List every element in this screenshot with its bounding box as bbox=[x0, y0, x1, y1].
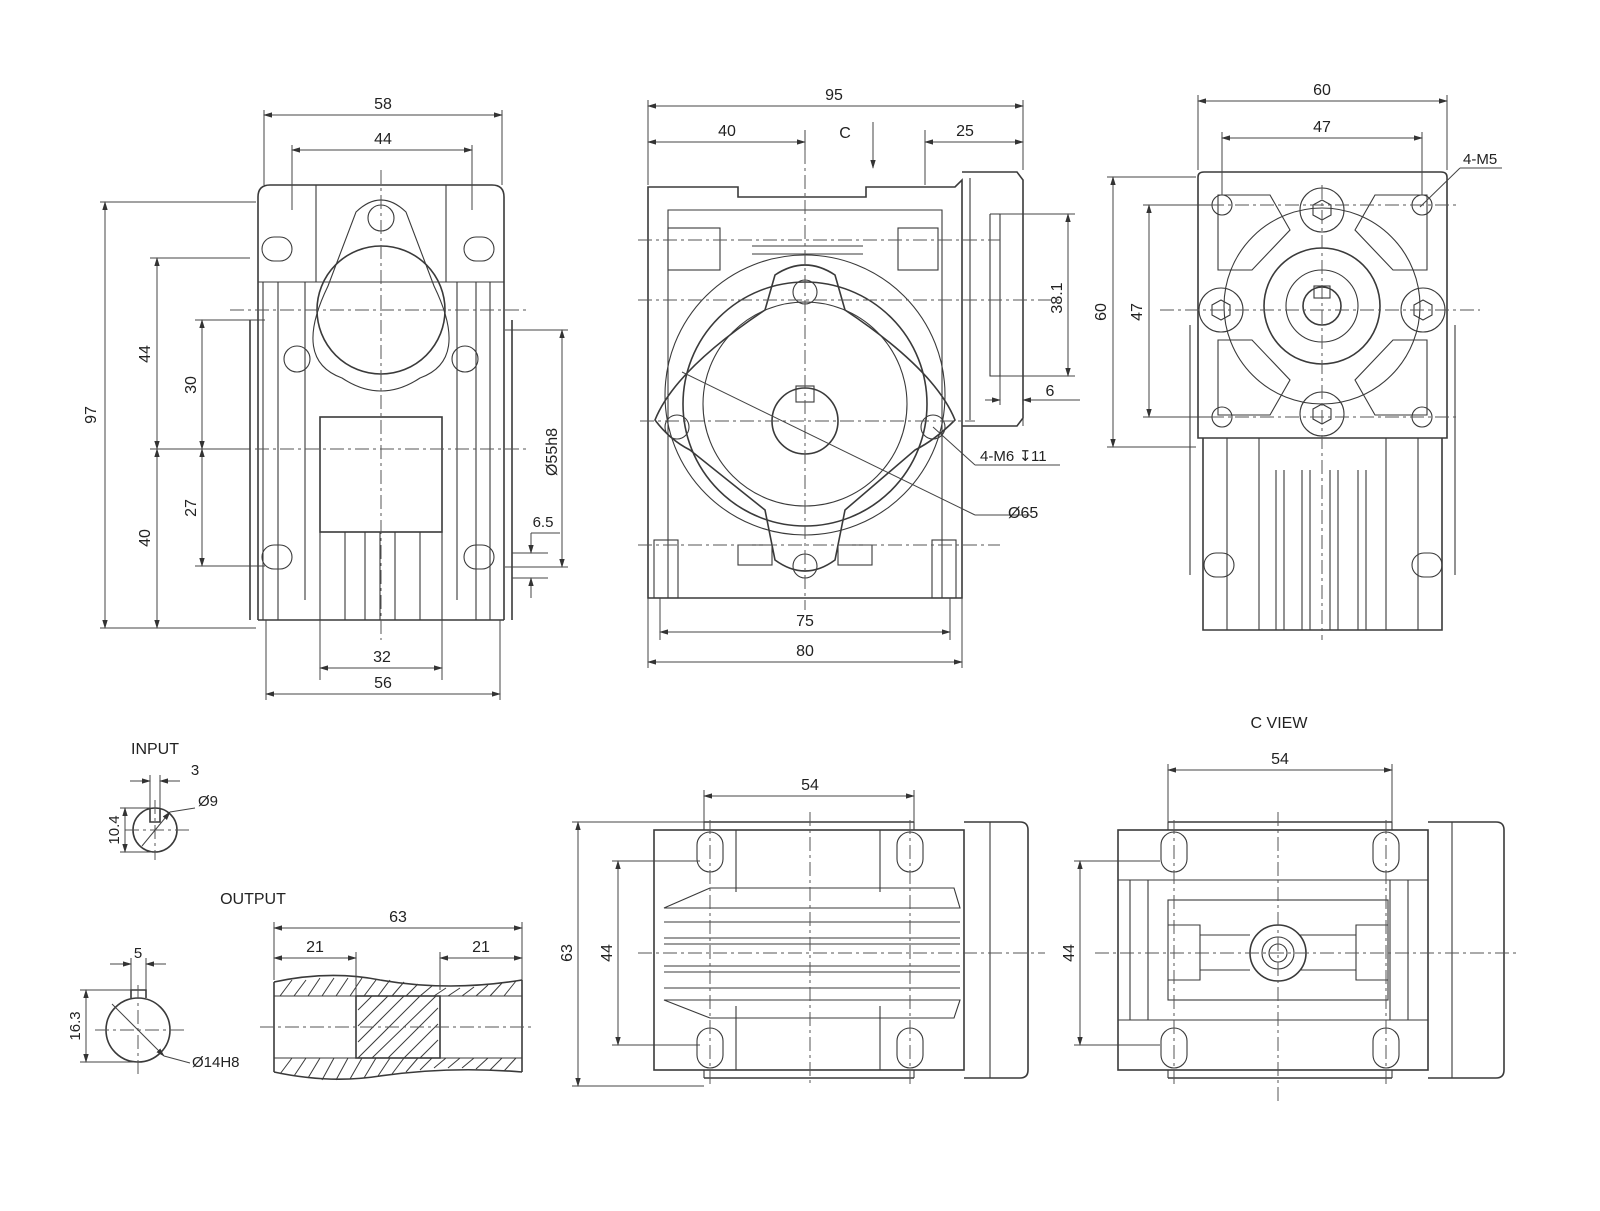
left-side-view: 58 44 97 44 40 30 27 Ø55h8 6.5 32 56 bbox=[83, 96, 568, 700]
front-width-right-label: 25 bbox=[956, 123, 974, 140]
front-view: 95 40 C 25 38.1 6 4-M6 ↧ 11 Ø65 75 80 bbox=[638, 87, 1080, 668]
left-foot-height-label: 6.5 bbox=[533, 514, 554, 531]
input-key-width-label: 3 bbox=[191, 762, 199, 779]
c-view-title: C VIEW bbox=[1251, 715, 1309, 732]
shaft-length-left-label: 21 bbox=[306, 939, 324, 956]
front-thread-spec-label: 4-M6 bbox=[980, 448, 1014, 465]
right-width-inner-label: 47 bbox=[1313, 119, 1331, 136]
output-key-width-label: 5 bbox=[134, 945, 142, 962]
right-thread-spec-label: 4-M5 bbox=[1463, 151, 1497, 168]
right-width-overall-label: 60 bbox=[1313, 82, 1331, 99]
front-flange-depth-label: 6 bbox=[1046, 383, 1055, 400]
input-label: INPUT bbox=[131, 741, 179, 758]
right-height-overall-label: 60 bbox=[1093, 303, 1110, 321]
view-c-marker: C bbox=[839, 125, 851, 142]
c-view-width-label: 54 bbox=[1271, 751, 1289, 768]
output-bore-detail: OUTPUT 5 16.3 Ø14H8 bbox=[67, 891, 286, 1075]
front-pcd-label: Ø65 bbox=[1008, 505, 1038, 522]
left-width-inner-label: 44 bbox=[374, 131, 392, 148]
output-key-height-label: 16.3 bbox=[67, 1011, 84, 1040]
front-width-left-label: 40 bbox=[718, 123, 736, 140]
front-base-inner-label: 75 bbox=[796, 613, 814, 630]
input-shaft-detail: INPUT 3 Ø9 10.4 bbox=[106, 741, 218, 860]
left-base-outer-label: 56 bbox=[374, 675, 392, 692]
left-flange-upper-label: 30 bbox=[183, 376, 200, 394]
left-base-inner-label: 32 bbox=[373, 649, 391, 666]
right-side-view: 60 47 4-M5 60 47 bbox=[1093, 82, 1502, 640]
bottom-width-label: 54 bbox=[801, 777, 819, 794]
front-width-overall-label: 95 bbox=[825, 87, 843, 104]
left-height-upper-label: 44 bbox=[137, 345, 154, 363]
c-view-height-label: 44 bbox=[1061, 944, 1078, 962]
bottom-height-overall-label: 63 bbox=[559, 944, 576, 962]
bottom-height-inner-label: 44 bbox=[599, 944, 616, 962]
left-pilot-diameter-label: Ø55h8 bbox=[544, 428, 561, 476]
output-bore-label: Ø14H8 bbox=[192, 1054, 240, 1071]
c-view: C VIEW 54 44 bbox=[1061, 715, 1520, 1105]
left-height-lower-label: 40 bbox=[137, 529, 154, 547]
shaft-length-right-label: 21 bbox=[472, 939, 490, 956]
output-label: OUTPUT bbox=[220, 891, 286, 908]
shaft-length-overall-label: 63 bbox=[389, 909, 407, 926]
input-key-height-label: 10.4 bbox=[106, 815, 123, 844]
front-thread-depth-label: 11 bbox=[1031, 448, 1047, 465]
left-height-overall-label: 97 bbox=[83, 406, 100, 424]
left-flange-lower-label: 27 bbox=[183, 499, 200, 517]
front-base-outer-label: 80 bbox=[796, 643, 814, 660]
hollow-shaft-section: 63 21 21 bbox=[260, 909, 535, 1081]
front-flange-height-label: 38.1 bbox=[1049, 282, 1066, 313]
bottom-view: 54 63 44 bbox=[559, 777, 1045, 1087]
right-height-inner-label: 47 bbox=[1129, 303, 1146, 321]
front-thread-depth-symbol: ↧ bbox=[1019, 448, 1032, 465]
input-diameter-label: Ø9 bbox=[198, 793, 218, 810]
left-width-overall-label: 58 bbox=[374, 96, 392, 113]
